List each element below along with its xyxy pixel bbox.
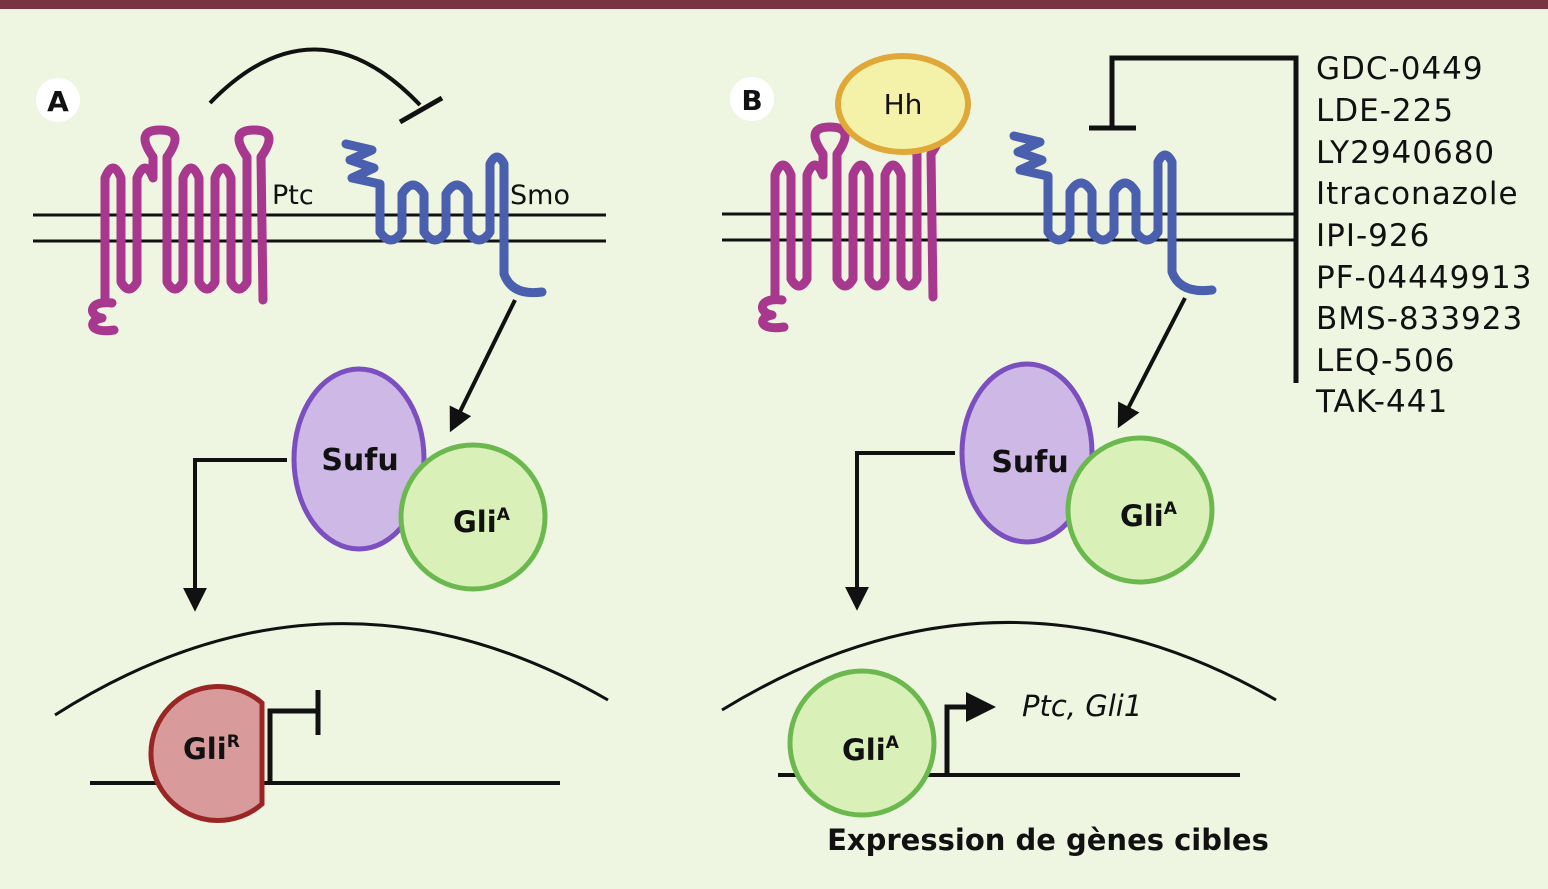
promoter-active-b [944,692,996,775]
top-bar [0,0,1548,9]
gli-a-active-b [1065,435,1215,585]
sufu-label-b: Sufu [991,445,1068,480]
gli-a-nuclear-label: GliA [842,733,900,767]
gli-a-nuclear [787,668,937,818]
sufu-b [959,361,1095,545]
panel-a: A Ptc Smo Sufu GliA GliR [33,47,609,823]
sufu-label-a: Sufu [321,443,398,478]
drug-item: Itraconazole [1316,176,1519,212]
panel-b: B Hh GDC-0449 LDE-225 LY2940680 Itracona… [721,51,1533,857]
drug-item: LEQ-506 [1316,343,1455,379]
gli-r-label: GliR [183,732,240,766]
ptc-inhibits-smo-bar [398,95,444,125]
panel-b-badge [730,77,774,121]
drug-inhibition-bracket [1109,55,1299,383]
panel-a-badge [36,78,80,122]
smo-label-a: Smo [510,180,570,211]
panel-b-label: B [741,84,762,117]
sufu-a [291,366,427,552]
sufu-to-nucleus-arrow-b [845,451,955,611]
nuclear-envelope-b [721,620,1277,712]
drug-item: TAK-441 [1315,384,1448,420]
drug-list: GDC-0449 LDE-225 LY2940680 Itraconazole … [1315,51,1533,420]
expression-caption: Expression de gènes cibles [827,823,1269,857]
hh-label: Hh [884,88,923,121]
gli-a-active-a [398,442,548,592]
target-genes-label: Ptc, Gli1 [1022,689,1142,723]
promoter-blocked-a [267,708,318,783]
gli-r-repressor [148,684,265,823]
drug-item: LY2940680 [1316,135,1495,171]
ptc-inhibits-smo-arc [208,47,422,107]
gli-a-label-b: GliA [1120,499,1178,533]
smo-receptor-b [1009,131,1217,296]
ptc-receptor-b [758,122,944,333]
drug-item: PF-04449913 [1316,260,1533,296]
ptc-receptor-a [88,125,274,336]
drug-item: BMS-833923 [1316,301,1523,337]
ptc-label-a: Ptc [272,180,314,211]
drug-item: GDC-0449 [1316,51,1484,87]
smo-to-gli-arrow-b [1117,297,1187,429]
panel-a-label: A [47,85,69,118]
smo-receptor-a [341,139,547,298]
drug-item: LDE-225 [1316,93,1454,129]
drug-item: IPI-926 [1316,218,1430,254]
nuclear-envelope-a [54,622,609,717]
gli-a-label-a: GliA [453,505,511,539]
sufu-to-nucleus-arrow-a [183,458,287,612]
hh-ligand [835,53,971,155]
smo-to-gli-arrow-a [449,299,517,433]
